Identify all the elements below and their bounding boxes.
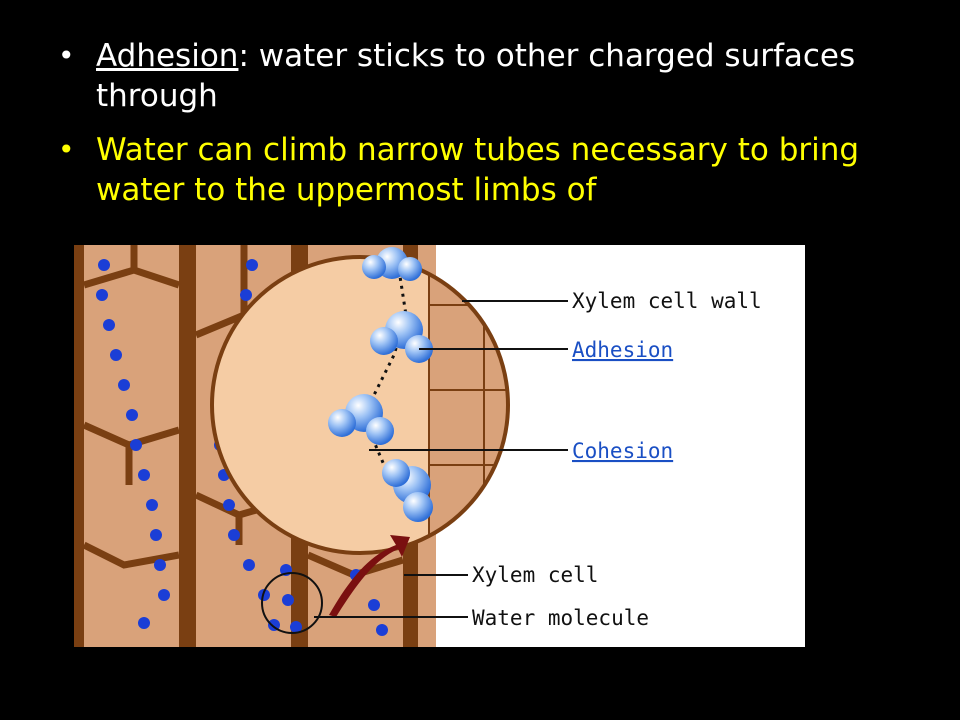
bullet-water-climb: • Water can climb narrow tubes necessary… bbox=[58, 130, 918, 210]
label-cohesion-link[interactable]: Cohesion bbox=[572, 439, 673, 463]
bullet-list: • Adhesion: water sticks to other charge… bbox=[58, 36, 918, 224]
magnify-source-circle bbox=[261, 572, 323, 634]
leader-lines bbox=[314, 300, 568, 618]
bullet-adhesion: • Adhesion: water sticks to other charge… bbox=[58, 36, 918, 116]
water-molecule-icon bbox=[328, 394, 394, 445]
label-water-molecule: Water molecule bbox=[472, 606, 649, 630]
magnify-arrow-icon bbox=[329, 535, 410, 617]
label-xylem-cell-wall: Xylem cell wall bbox=[572, 289, 762, 313]
term-adhesion: Adhesion bbox=[96, 38, 239, 74]
bullet-dot-icon: • bbox=[58, 39, 75, 72]
water-molecule-icon bbox=[382, 459, 433, 522]
xylem-diagram: Xylem cell wall Adhesion Cohesion Xylem … bbox=[74, 245, 805, 647]
label-adhesion-link[interactable]: Adhesion bbox=[572, 338, 673, 362]
bullet-adhesion-text: : water sticks to other charged surfaces… bbox=[96, 38, 856, 114]
label-xylem-cell: Xylem cell bbox=[472, 563, 598, 587]
bullet-dot-icon: • bbox=[58, 133, 75, 166]
magnified-view bbox=[210, 247, 510, 555]
bullet-water-climb-text: Water can climb narrow tubes necessary t… bbox=[96, 132, 860, 208]
water-molecule-icon bbox=[362, 247, 422, 281]
